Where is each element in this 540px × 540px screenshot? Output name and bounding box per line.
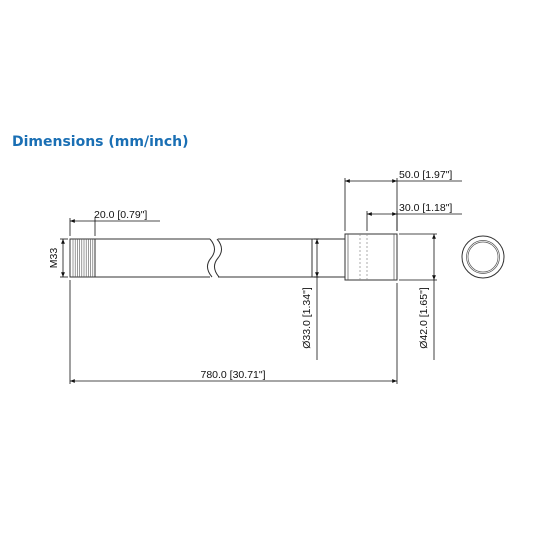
page-title: Dimensions (mm/inch) <box>12 134 189 150</box>
label-total-length: 780.0 [30.71"] <box>200 369 265 381</box>
tube-body-left <box>95 238 210 278</box>
dimension-total-length: 780.0 [30.71"] <box>69 280 398 384</box>
label-tube-diameter: Ø33.0 [1.34"] <box>301 287 313 349</box>
label-sleeve-length: 50.0 [1.97"] <box>399 169 452 181</box>
dimension-sleeve-inner-length: 30.0 [1.18"] <box>366 202 462 231</box>
label-thread-size: M33 <box>48 248 60 269</box>
dimension-thread-length: 20.0 [0.79"] <box>69 209 160 236</box>
pole-end-view <box>461 235 505 279</box>
break-mark <box>206 238 223 278</box>
dimension-sleeve-length: 50.0 [1.97"] <box>344 169 462 231</box>
thread-lines <box>72 239 94 277</box>
threaded-end <box>69 238 96 278</box>
dimension-thread-size: M33 <box>48 238 68 278</box>
sleeve <box>344 233 398 281</box>
label-sleeve-diameter: Ø42.0 [1.65"] <box>418 287 430 349</box>
tube-body-right <box>218 238 345 278</box>
dimension-sleeve-diameter: Ø42.0 [1.65"] <box>399 233 437 360</box>
dimension-tube-diameter: Ø33.0 [1.34"] <box>301 238 319 360</box>
label-thread-length: 20.0 [0.79"] <box>94 209 147 221</box>
pole-side-view <box>69 233 398 281</box>
label-sleeve-inner-length: 30.0 [1.18"] <box>399 202 452 214</box>
